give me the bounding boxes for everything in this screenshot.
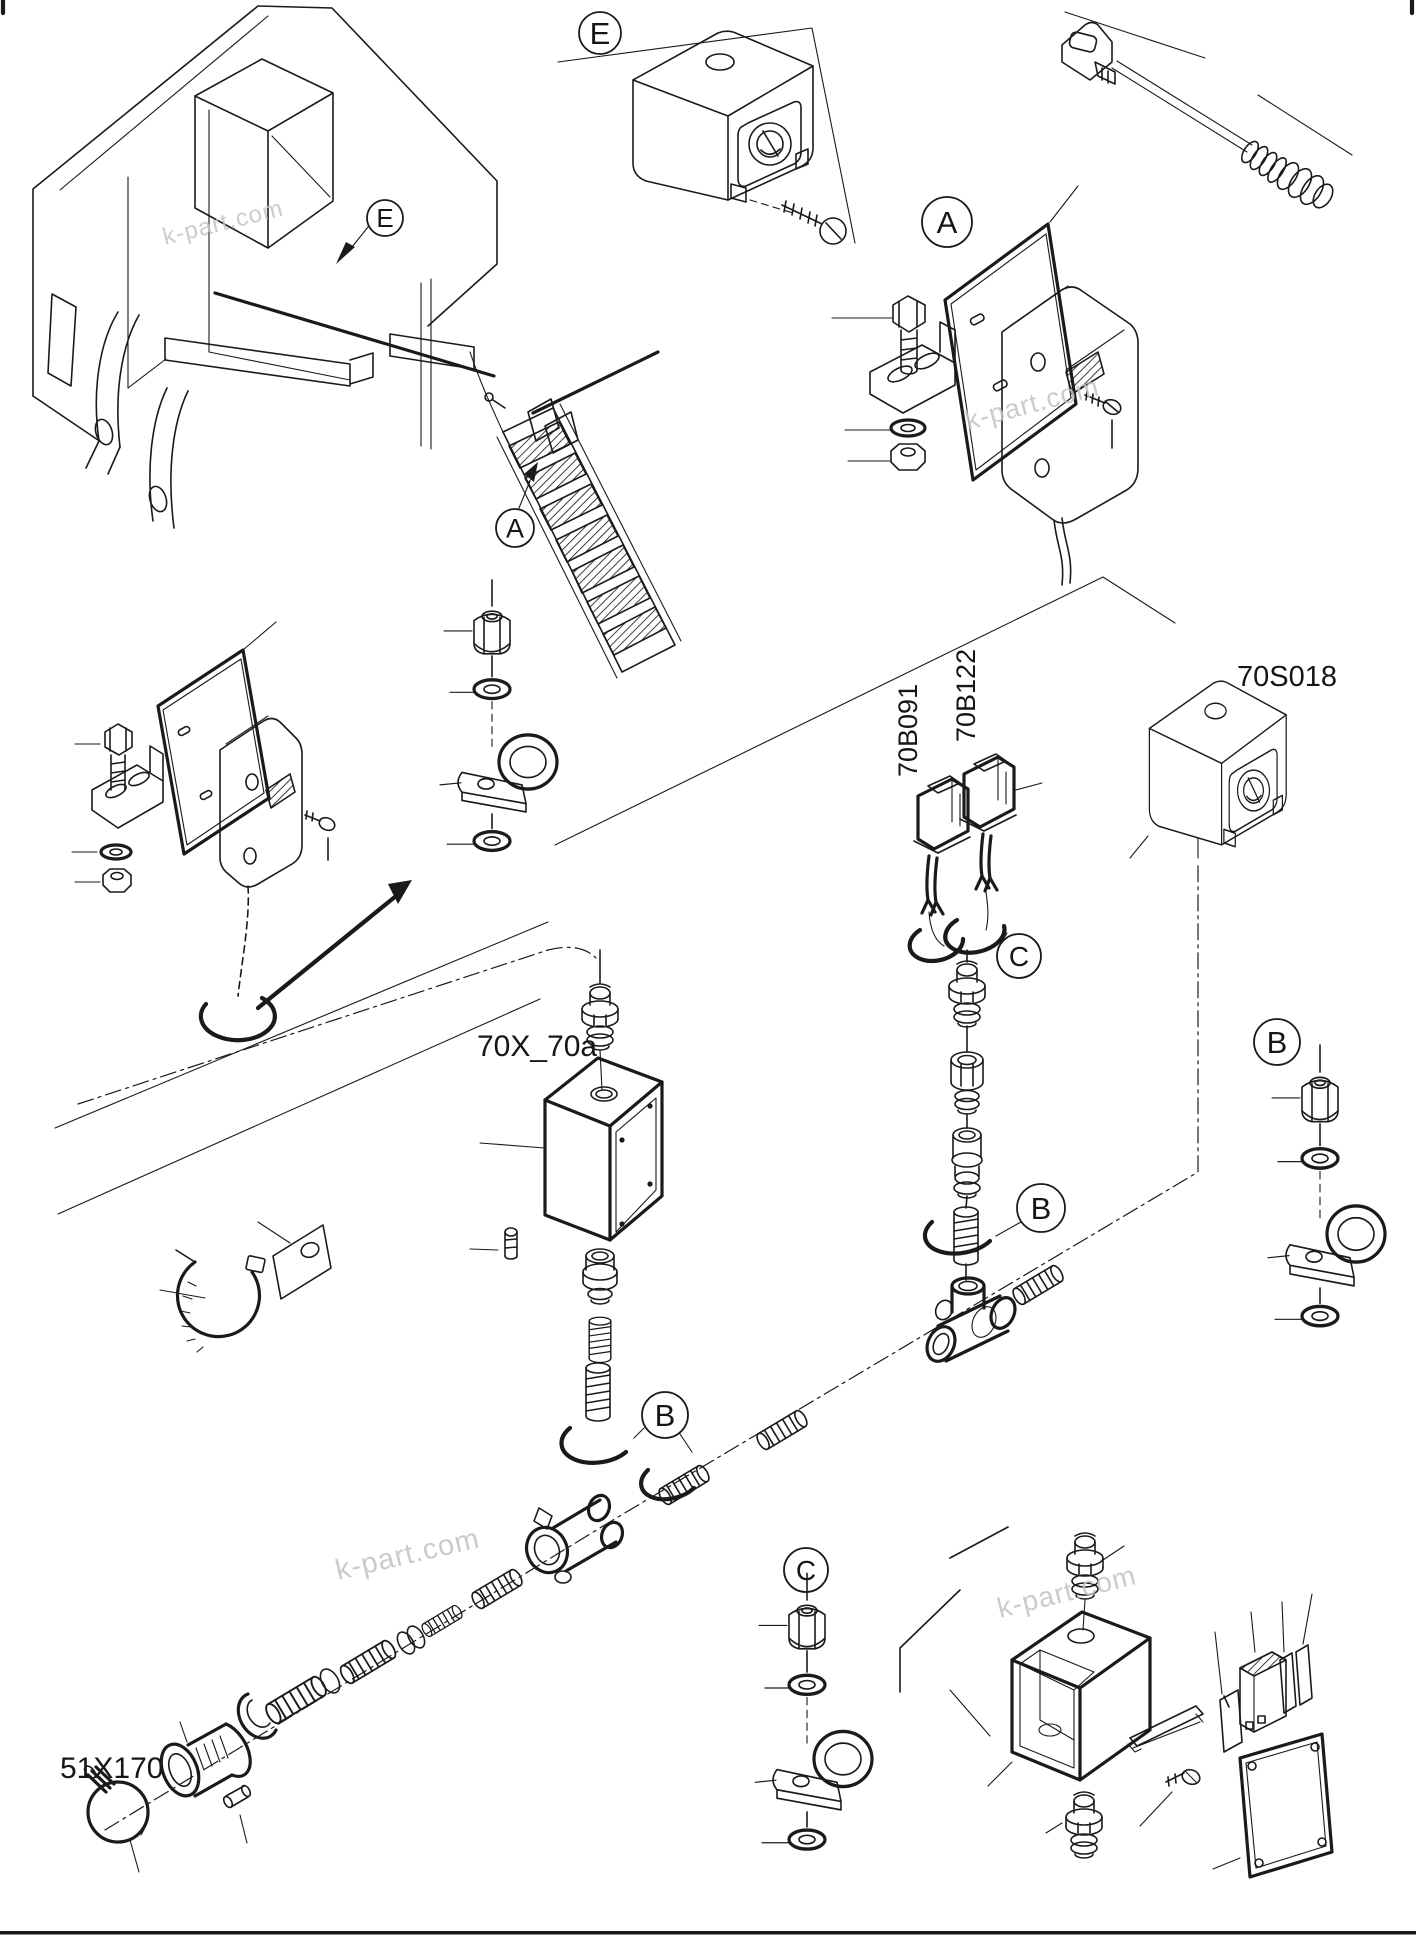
sensor-70b122: 70B122 — [951, 649, 1043, 893]
connector-plug — [1061, 21, 1116, 85]
marker-b-spring-label: B — [1031, 1191, 1052, 1226]
marker-b-right-label: B — [1267, 1025, 1288, 1060]
nut-a — [890, 443, 926, 471]
bolt-a — [892, 295, 926, 375]
marker-a-detail-label: A — [937, 205, 958, 240]
screw-mid-small — [304, 810, 336, 861]
cable-loop-mid — [198, 995, 277, 1043]
cable-assembly — [1061, 11, 1353, 209]
connector-51x170-assembly: 51X170 — [60, 1566, 526, 1873]
screw-e — [781, 200, 847, 245]
gland-70x-bottom — [582, 1248, 618, 1305]
tee-fitting — [925, 1276, 1017, 1363]
marker-e-machine: E — [336, 199, 404, 264]
wye-fitting — [524, 1493, 625, 1584]
junction-box-70s018: 70S018 — [1129, 661, 1337, 859]
proximity-sensor-mid — [219, 715, 303, 888]
cable-tie — [159, 1249, 266, 1353]
gland-column — [948, 949, 986, 1209]
detail-a-assembly: A — [831, 185, 1139, 586]
clamp-stack-b — [1266, 1043, 1387, 1328]
detail-e-assembly: E — [557, 11, 856, 245]
screw-70x — [469, 1227, 518, 1260]
cable-boot — [1240, 140, 1334, 209]
wye-branch-assembly: B — [524, 1316, 811, 1584]
detail-b-right: B — [1253, 1018, 1387, 1328]
bracket-mid — [91, 745, 164, 829]
id-tag — [257, 1221, 332, 1300]
cable-loop-wye — [559, 1425, 629, 1465]
clamp-stack-c — [753, 1571, 874, 1851]
marker-b-loop-label: B — [655, 1398, 676, 1433]
marker-c-wires-label: C — [1009, 941, 1029, 972]
open-box — [949, 1610, 1152, 1787]
wire-loops-c: C — [907, 891, 1042, 979]
detail-c-clamp: C — [753, 1547, 874, 1851]
clamp-stack-e — [438, 578, 559, 853]
din-rail — [1127, 1705, 1204, 1753]
small-pin — [222, 1784, 252, 1844]
access-ladder — [496, 403, 682, 679]
marker-a-machine-label: A — [506, 513, 524, 543]
screw-a-small — [1084, 390, 1122, 449]
label-70b122: 70B122 — [951, 649, 981, 742]
knurled-shell — [159, 1721, 252, 1798]
bracket-a — [869, 321, 956, 414]
label-70b091: 70B091 — [893, 684, 923, 777]
sensor-box-e — [632, 30, 814, 203]
tee-assembly: B — [922, 1183, 1067, 1363]
machine-overview — [32, 5, 660, 529]
label-70s018: 70S018 — [1237, 661, 1337, 693]
proximity-sensor-a — [1001, 285, 1139, 586]
label-51x170: 51X170 — [60, 1752, 163, 1785]
sensor-70b091: 70B091 — [893, 684, 971, 917]
end-knob — [83, 1765, 150, 1873]
rail-screw — [1139, 1768, 1201, 1827]
label-70x-70a: 70X_70a — [477, 1030, 597, 1063]
marker-e-top-label: E — [590, 16, 611, 51]
junction-box-70x70a: 70X_70a — [469, 949, 664, 1305]
collet-shell — [236, 1692, 278, 1740]
mid-bracket-assembly — [71, 621, 412, 1043]
watermark-text: k-part.com — [332, 1523, 482, 1587]
washer-a — [889, 418, 927, 438]
direction-arrow — [388, 880, 412, 904]
cover-plate — [1212, 1732, 1334, 1879]
mount-plate-mid — [156, 648, 271, 856]
view-frame-lines — [54, 576, 1199, 1831]
marker-a-machine: A — [495, 462, 538, 548]
marker-c-clamp-label: C — [796, 1555, 816, 1586]
junction-box-exploded — [899, 1526, 1334, 1879]
threaded-stud — [1009, 1262, 1067, 1308]
gland-lower — [951, 1127, 983, 1199]
marker-e-machine-label: E — [376, 203, 393, 233]
coupler-fitting — [950, 1051, 984, 1115]
watermark-text: k-part.com — [962, 371, 1103, 436]
mount-plate-a — [943, 222, 1078, 482]
terminal-blocks — [1214, 1593, 1313, 1753]
